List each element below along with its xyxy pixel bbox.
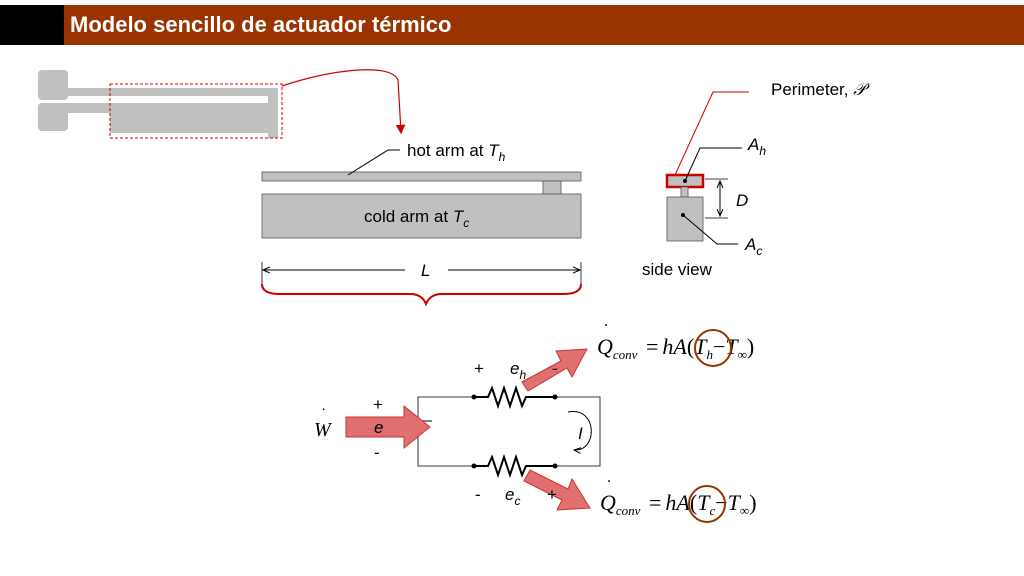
cold-convection-equation: Qconv ˙ =hA(Tc−T∞) <box>600 476 757 523</box>
hot-resistor <box>474 384 555 410</box>
cold-arm-section <box>666 196 704 242</box>
wire-right <box>555 396 601 467</box>
ec-plus: + <box>547 485 557 504</box>
title-bar <box>64 5 1024 45</box>
hot-eq-lhs: Qconv <box>597 334 638 362</box>
length-brace <box>261 283 582 307</box>
cold-resistor <box>474 453 555 479</box>
node-cold-right <box>552 463 558 469</box>
arm-connector <box>542 180 562 195</box>
hot-convection-equation: Qconv ˙ =hA(Th−T∞) <box>597 320 754 367</box>
node-hot-right <box>552 394 558 400</box>
length-label: L <box>421 261 430 280</box>
source-plus: + <box>373 395 383 414</box>
hot-arm-leader <box>347 149 400 176</box>
section-connector <box>680 186 689 198</box>
work-dot: ˙ <box>321 406 326 423</box>
eh-label: eh <box>510 359 526 382</box>
anchor-pad-bottom <box>38 103 68 131</box>
node-hot-left <box>471 394 477 400</box>
hot-arm-label: hot arm at Th <box>407 141 506 164</box>
thumb-cold-arm <box>110 103 278 133</box>
current-loop-arrow <box>567 411 592 450</box>
node-cold-left <box>471 463 477 469</box>
thumb-flexure <box>66 103 112 113</box>
slide-title: Modelo sencillo de actuador térmico <box>70 12 452 37</box>
cold-eq-lhs: Qconv <box>600 490 641 518</box>
zoom-arrow <box>281 69 406 135</box>
anchor-pad-top <box>38 70 68 100</box>
zoom-highlight-box <box>109 83 283 139</box>
work-symbol: W <box>314 419 333 441</box>
thumb-hot-arm <box>66 88 278 96</box>
perimeter-label: Perimeter, 𝒫 <box>771 80 870 100</box>
circuit-diagram: I W ˙ + e - + eh - - ec + <box>314 348 601 511</box>
thumb-tip <box>268 94 278 138</box>
side-view-label: side view <box>642 260 713 279</box>
power-input-arrow <box>345 404 431 450</box>
perimeter-leader <box>674 91 749 176</box>
source-emf: e <box>374 418 383 437</box>
heat-out-cold-arrow <box>523 469 591 511</box>
cold-arm-label: cold arm at Tc <box>364 207 469 230</box>
ah-label: Ah <box>747 135 766 158</box>
wire-left <box>417 396 474 467</box>
side-view-diagram: Perimeter, 𝒫 Ah Ac D side view <box>642 80 870 279</box>
hot-temp-highlight <box>694 329 732 367</box>
heat-out-hot-arrow <box>521 348 588 392</box>
source-minus: - <box>374 443 380 462</box>
hot-eq-rhs: =hA(Th−T∞) <box>646 334 754 362</box>
ec-minus: - <box>475 485 481 504</box>
ac-leader <box>682 214 738 245</box>
actuator-thumbnail <box>38 70 283 139</box>
eh-minus: - <box>552 359 558 378</box>
arms-view: hot arm at Th cold arm at Tc L <box>261 141 582 307</box>
hot-arm <box>261 171 582 182</box>
cold-eq-qdot: ˙ <box>606 476 612 496</box>
ac-label: Ac <box>744 235 762 258</box>
current-label: I <box>578 424 583 443</box>
cold-eq-rhs: =hA(Tc−T∞) <box>649 490 757 518</box>
title-black-block <box>0 5 64 45</box>
cold-arm <box>261 193 582 239</box>
cold-temp-highlight <box>688 485 726 523</box>
hot-eq-qdot: ˙ <box>603 320 609 340</box>
ah-leader <box>684 147 742 182</box>
ec-label: ec <box>505 485 520 508</box>
depth-label: D <box>736 191 748 210</box>
eh-plus: + <box>474 359 484 378</box>
